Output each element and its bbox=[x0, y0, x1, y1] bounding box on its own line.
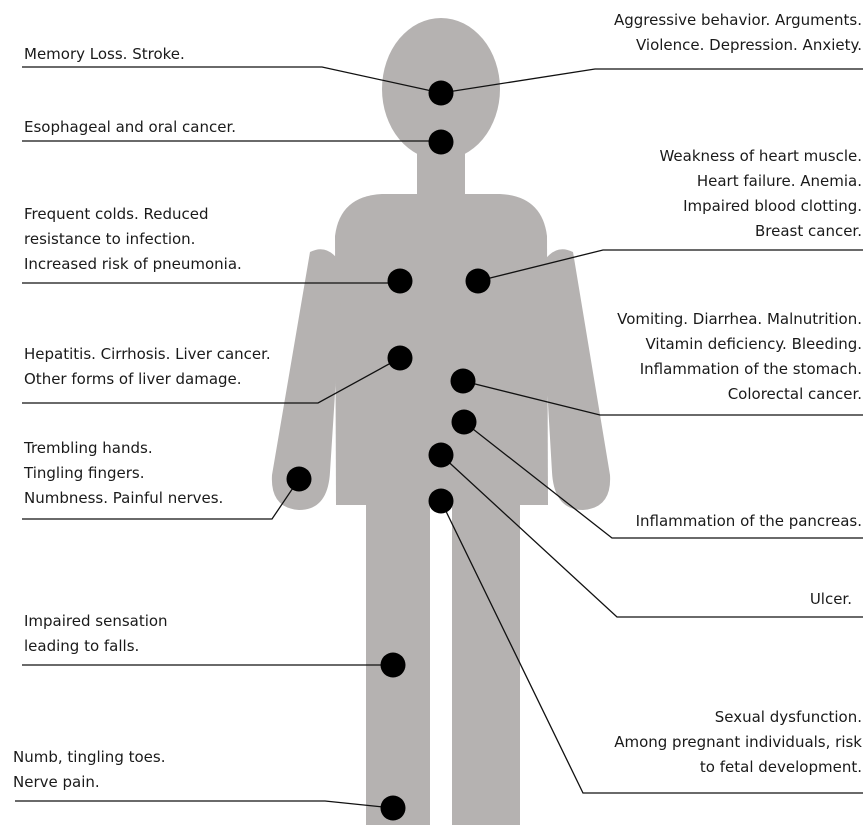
label-sensation-line-2: leading to falls. bbox=[24, 634, 168, 659]
dot-brain bbox=[429, 81, 454, 106]
label-sensation: Impaired sensation leading to falls. bbox=[24, 609, 168, 659]
label-sexual-line-1: Sexual dysfunction. bbox=[614, 705, 862, 730]
dot-foot bbox=[381, 796, 406, 821]
label-liver: Hepatitis. Cirrhosis. Liver cancer. Othe… bbox=[24, 342, 271, 392]
dot-knee bbox=[381, 653, 406, 678]
right-arm bbox=[540, 249, 610, 510]
label-liver-line-2: Other forms of liver damage. bbox=[24, 367, 271, 392]
label-colds-line-3: Increased risk of pneumonia. bbox=[24, 252, 242, 277]
behavior-leader-line bbox=[441, 69, 863, 93]
dot-liver bbox=[388, 346, 413, 371]
toes-leader-line bbox=[15, 801, 393, 808]
label-sexual: Sexual dysfunction. Among pregnant indiv… bbox=[614, 705, 862, 780]
label-memory-line: Memory Loss. Stroke. bbox=[24, 42, 185, 67]
label-stomach-line-1: Vomiting. Diarrhea. Malnutrition. bbox=[617, 307, 862, 332]
label-pancreas: Inflammation of the pancreas. bbox=[636, 509, 862, 534]
label-hands-line-3: Numbness. Painful nerves. bbox=[24, 486, 223, 511]
label-colds-line-1: Frequent colds. Reduced bbox=[24, 202, 242, 227]
dot-heart bbox=[466, 269, 491, 294]
dot-reproductive bbox=[429, 489, 454, 514]
label-liver-line-1: Hepatitis. Cirrhosis. Liver cancer. bbox=[24, 342, 271, 367]
label-heart-line-3: Impaired blood clotting. bbox=[659, 194, 862, 219]
label-heart: Weakness of heart muscle. Heart failure.… bbox=[659, 144, 862, 244]
dot-throat bbox=[429, 130, 454, 155]
label-toes-line-1: Numb, tingling toes. bbox=[13, 745, 165, 770]
label-heart-line-1: Weakness of heart muscle. bbox=[659, 144, 862, 169]
label-toes: Numb, tingling toes. Nerve pain. bbox=[13, 745, 165, 795]
label-behavior: Aggressive behavior. Arguments. Violence… bbox=[614, 8, 862, 58]
label-ulcer: Ulcer. bbox=[810, 587, 852, 612]
dot-intestine bbox=[429, 443, 454, 468]
label-sexual-line-3: to fetal development. bbox=[614, 755, 862, 780]
label-hands-line-1: Trembling hands. bbox=[24, 436, 223, 461]
label-toes-line-2: Nerve pain. bbox=[13, 770, 165, 795]
dot-left-lung bbox=[388, 269, 413, 294]
label-heart-line-4: Breast cancer. bbox=[659, 219, 862, 244]
label-heart-line-2: Heart failure. Anemia. bbox=[659, 169, 862, 194]
label-colds-line-2: resistance to infection. bbox=[24, 227, 242, 252]
left-leg bbox=[366, 480, 430, 825]
label-hands-line-2: Tingling fingers. bbox=[24, 461, 223, 486]
label-stomach-line-4: Colorectal cancer. bbox=[617, 382, 862, 407]
dot-pancreas bbox=[452, 410, 477, 435]
label-ulcer-line: Ulcer. bbox=[810, 587, 852, 612]
label-sensation-line-1: Impaired sensation bbox=[24, 609, 168, 634]
label-pancreas-line: Inflammation of the pancreas. bbox=[636, 509, 862, 534]
label-esophageal: Esophageal and oral cancer. bbox=[24, 115, 236, 140]
label-behavior-line-1: Aggressive behavior. Arguments. bbox=[614, 8, 862, 33]
label-sexual-line-2: Among pregnant individuals, risk bbox=[614, 730, 862, 755]
memory-leader-line bbox=[22, 67, 441, 93]
dot-hand bbox=[287, 467, 312, 492]
label-memory: Memory Loss. Stroke. bbox=[24, 42, 185, 67]
label-stomach-line-3: Inflammation of the stomach. bbox=[617, 357, 862, 382]
label-behavior-line-2: Violence. Depression. Anxiety. bbox=[614, 33, 862, 58]
label-colds: Frequent colds. Reduced resistance to in… bbox=[24, 202, 242, 277]
label-stomach: Vomiting. Diarrhea. Malnutrition. Vitami… bbox=[617, 307, 862, 407]
label-esophageal-line: Esophageal and oral cancer. bbox=[24, 115, 236, 140]
right-leg bbox=[452, 480, 520, 825]
dot-stomach bbox=[451, 369, 476, 394]
label-hands: Trembling hands. Tingling fingers. Numbn… bbox=[24, 436, 223, 511]
label-stomach-line-2: Vitamin deficiency. Bleeding. bbox=[617, 332, 862, 357]
